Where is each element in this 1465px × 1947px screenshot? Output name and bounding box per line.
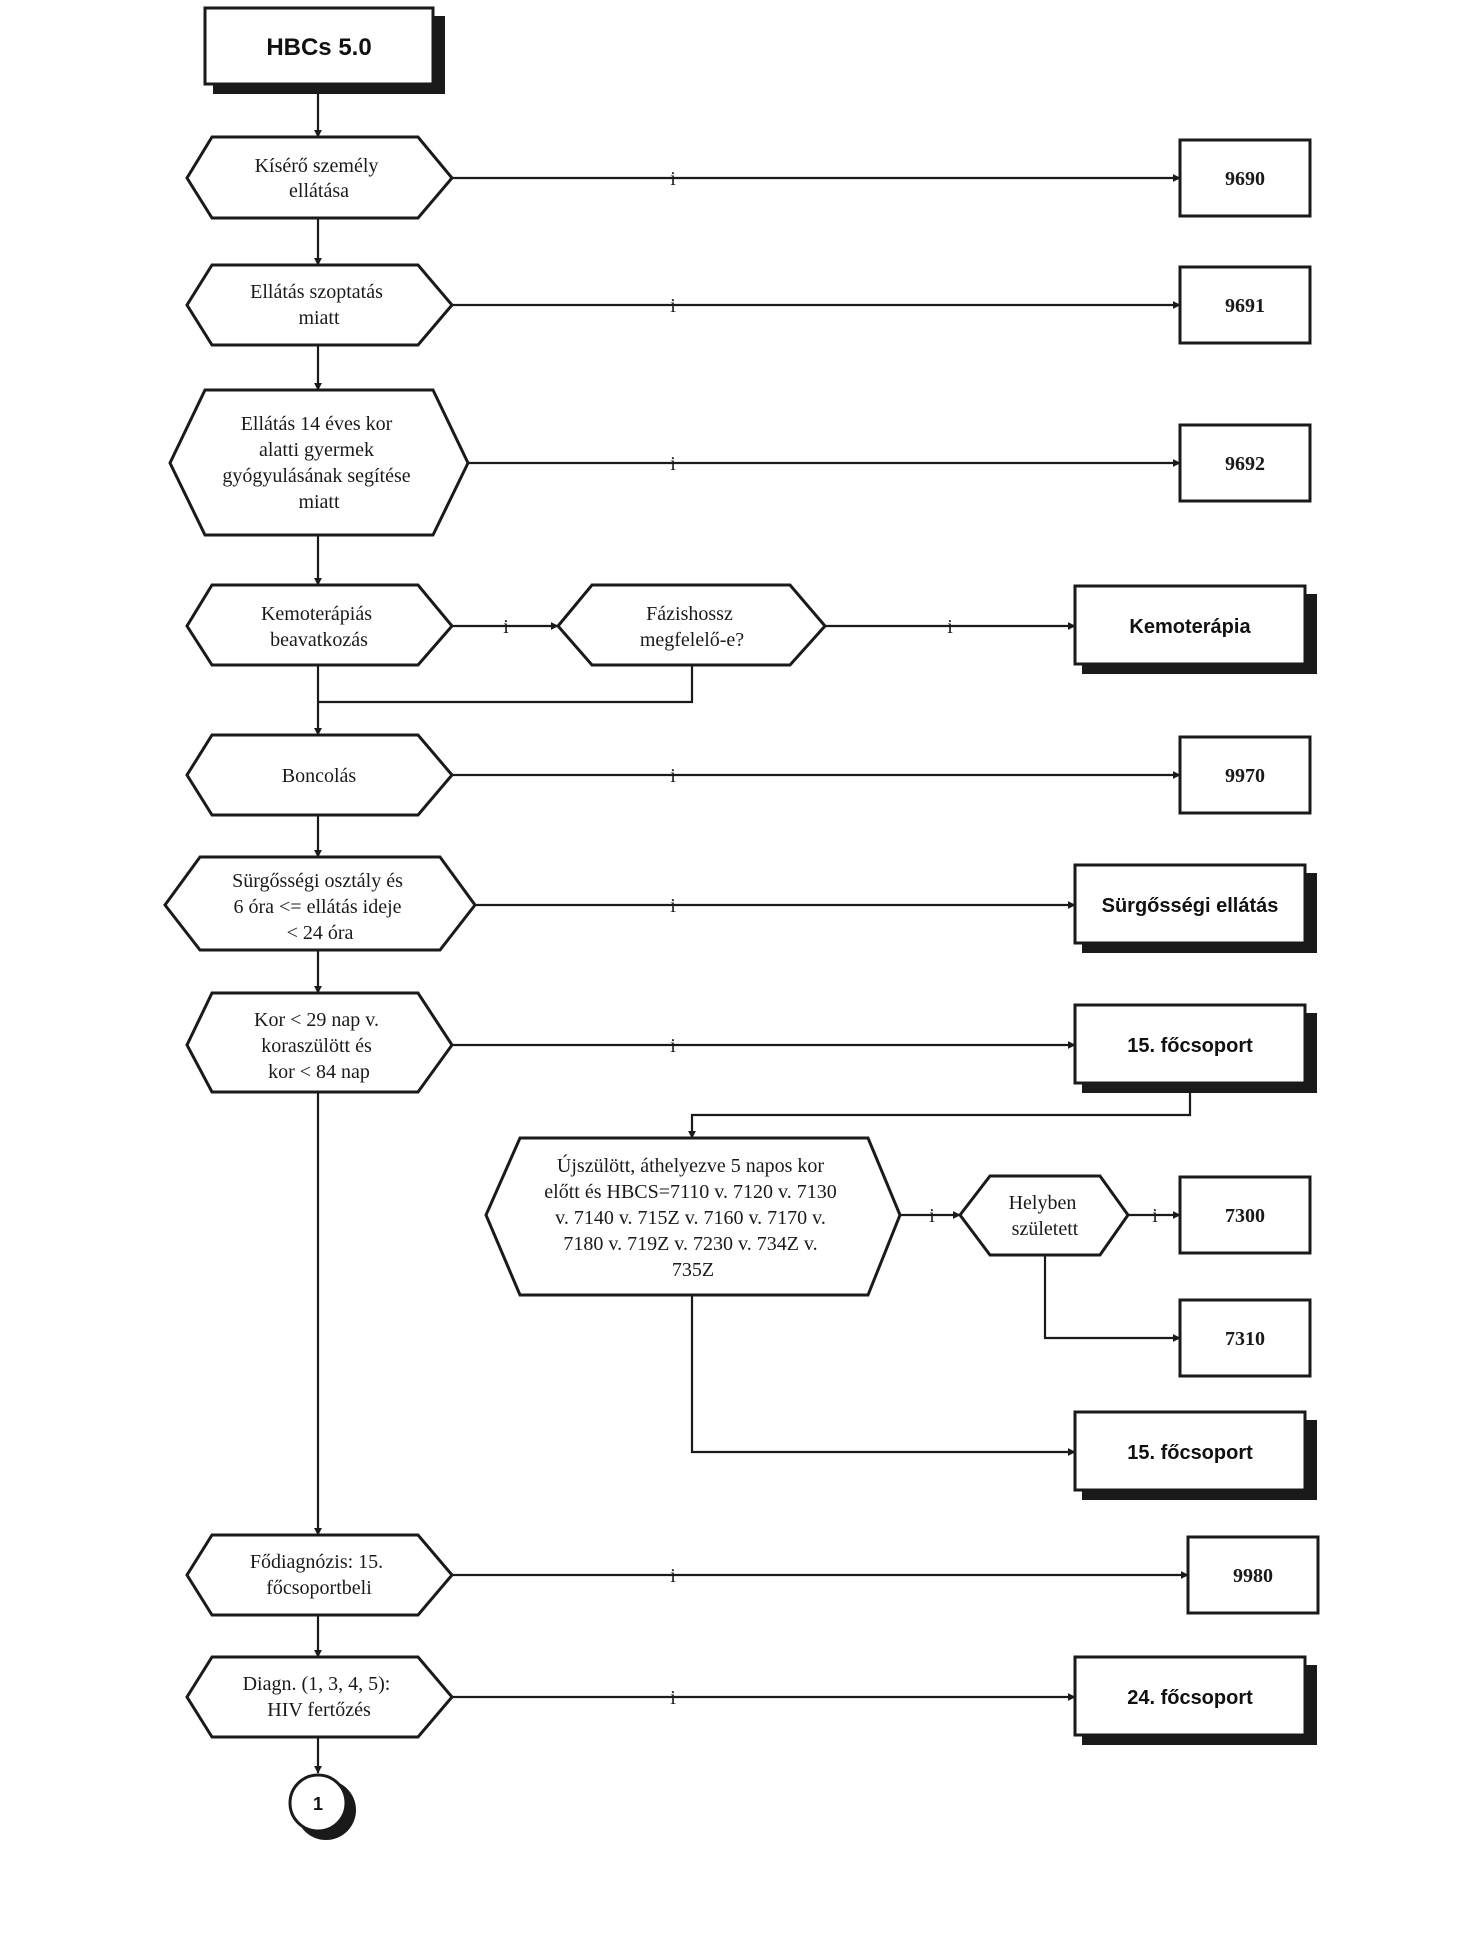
result-kemoterapia: Kemoterápia	[1073, 584, 1317, 674]
decision-boncolas: Boncolás	[185, 733, 454, 817]
decision-boncolas-text: Boncolás	[282, 765, 357, 787]
offpage-connector: 1	[288, 1773, 356, 1840]
label-i: i	[947, 616, 953, 638]
decision-helyben-text: Helyben született	[1009, 1192, 1082, 1240]
result-9692-text: 9692	[1225, 453, 1265, 475]
result-9690-text: 9690	[1225, 168, 1265, 190]
result-surgossegi-ellatas: Sürgősségi ellátás	[1073, 863, 1317, 953]
label-i: i	[670, 895, 676, 917]
result-24-focsoport-text: 24. főcsoport	[1127, 1687, 1253, 1709]
decision-szoptatas-text: Ellátás szoptatás miatt	[250, 281, 388, 329]
connectors	[314, 88, 1192, 1774]
decision-kemo-text: Kemoterápiás beavatkozás	[261, 603, 377, 651]
label-i: i	[503, 616, 509, 638]
result-15-focsoport-b-text: 15. főcsoport	[1127, 1442, 1253, 1464]
label-i: i	[670, 1035, 676, 1057]
result-9691: 9691	[1178, 265, 1312, 345]
result-9980-text: 9980	[1233, 1565, 1273, 1587]
decision-fazis: Fázishossz megfelelő-e?	[556, 583, 827, 667]
decision-kemo: Kemoterápiás beavatkozás	[185, 583, 454, 667]
decision-gyermek-text: Ellátás 14 éves kor alatti gyermek gyógy…	[222, 413, 415, 513]
decision-fazis-text: Fázishossz megfelelő-e?	[640, 603, 744, 651]
result-9980: 9980	[1186, 1535, 1320, 1615]
decision-kor-text: Kor < 29 nap v. koraszülött és kor < 84 …	[254, 1009, 384, 1083]
decision-gyermek: Ellátás 14 éves kor alatti gyermek gyógy…	[168, 388, 470, 537]
result-kemoterapia-text: Kemoterápia	[1129, 616, 1251, 638]
result-7300: 7300	[1178, 1175, 1312, 1255]
result-surgossegi-ellatas-text: Sürgősségi ellátás	[1102, 895, 1279, 917]
result-15-focsoport-a-text: 15. főcsoport	[1127, 1035, 1253, 1057]
title-text: HBCs 5.0	[266, 34, 371, 61]
title-node: HBCs 5.0	[203, 6, 445, 94]
result-9692: 9692	[1178, 423, 1312, 503]
branch-ujszulott-15	[690, 1295, 1076, 1456]
decision-fodiagnozis-text: Fődiagnózis: 15. főcsoportbeli	[250, 1551, 388, 1599]
label-i: i	[1152, 1205, 1158, 1227]
branch-helyben-7310	[1043, 1255, 1181, 1342]
decision-ujszulott-text: Újszülött, áthelyezve 5 napos kor előtt …	[544, 1153, 841, 1281]
label-i: i	[670, 1565, 676, 1587]
label-i: i	[670, 1687, 676, 1709]
label-i: i	[670, 765, 676, 787]
decision-surgossegi: Sürgősségi osztály és 6 óra <= ellátás i…	[163, 855, 477, 952]
result-24-focsoport: 24. főcsoport	[1073, 1655, 1317, 1745]
result-15-focsoport-a: 15. főcsoport	[1073, 1003, 1317, 1093]
result-9970-text: 9970	[1225, 765, 1265, 787]
label-i: i	[670, 295, 676, 317]
label-i: i	[929, 1205, 935, 1227]
branch-15-to-ujszulott	[688, 1085, 1192, 1139]
label-i: i	[670, 453, 676, 475]
decision-fodiagnozis: Fődiagnózis: 15. főcsoportbeli	[185, 1533, 454, 1617]
decision-ujszulott: Újszülött, áthelyezve 5 napos kor előtt …	[484, 1136, 902, 1297]
label-i: i	[670, 168, 676, 190]
decision-surgossegi-text: Sürgősségi osztály és 6 óra <= ellátás i…	[232, 870, 408, 944]
decision-szoptatas: Ellátás szoptatás miatt	[185, 263, 454, 347]
decision-kisero-text: Kísérő személy ellátása	[255, 155, 384, 202]
result-9691-text: 9691	[1225, 295, 1265, 317]
result-7310: 7310	[1178, 1298, 1312, 1378]
decision-kor: Kor < 29 nap v. koraszülött és kor < 84 …	[185, 991, 454, 1094]
decision-kisero: Kísérő személy ellátása	[185, 135, 454, 220]
result-7300-text: 7300	[1225, 1205, 1265, 1227]
result-7310-text: 7310	[1225, 1328, 1265, 1350]
result-9970: 9970	[1178, 735, 1312, 815]
decision-hiv-text: Diagn. (1, 3, 4, 5): HIV fertőzés	[243, 1673, 396, 1721]
branch-labels: i i i i i i i i i i i i	[503, 168, 1158, 1709]
result-15-focsoport-b: 15. főcsoport	[1073, 1410, 1317, 1500]
flow-fazis-return	[318, 665, 694, 704]
connector-number: 1	[313, 1794, 323, 1814]
decision-hiv: Diagn. (1, 3, 4, 5): HIV fertőzés	[185, 1655, 454, 1739]
result-9690: 9690	[1178, 138, 1312, 218]
decision-helyben: Helyben született	[958, 1174, 1130, 1257]
